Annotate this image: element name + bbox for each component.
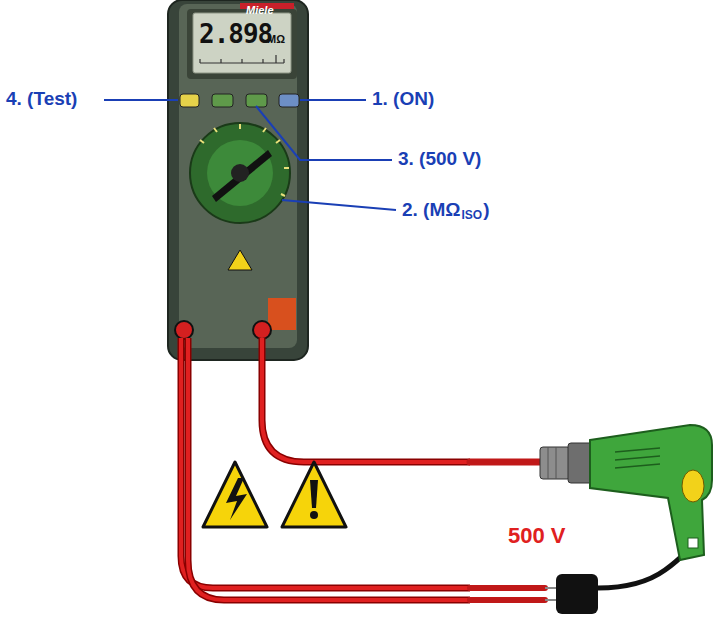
lightning-bolt xyxy=(226,478,247,520)
mains-plug xyxy=(556,574,598,614)
lcd-display xyxy=(193,13,291,73)
leader-line xyxy=(282,200,396,210)
leader-line xyxy=(104,99,178,101)
voltage-label: 500 V xyxy=(508,524,566,548)
test-lead xyxy=(188,338,470,600)
caution-warning xyxy=(282,462,346,527)
dial-hub xyxy=(231,164,249,182)
test-lead xyxy=(188,338,470,600)
leader-line xyxy=(300,99,366,101)
callout-label: 3. (500 V) xyxy=(398,149,481,170)
dial-knob xyxy=(212,150,272,202)
drill-chuck xyxy=(540,447,570,479)
meter-holster xyxy=(168,0,308,360)
dial-inner xyxy=(207,140,273,206)
test-lead xyxy=(181,338,470,588)
test-button xyxy=(180,94,199,107)
test-lead xyxy=(181,338,470,588)
exclamation-dot xyxy=(310,511,318,519)
bar-graph xyxy=(200,55,284,63)
electric-warning xyxy=(203,462,267,527)
meter-face xyxy=(179,4,297,348)
voltage-button xyxy=(246,94,267,107)
on-button xyxy=(279,94,299,107)
brand-name: Miele xyxy=(246,4,274,16)
chuck-rings xyxy=(548,447,556,479)
drill-body xyxy=(590,425,712,560)
display-bezel xyxy=(187,9,297,79)
callout-label: 4. (Test) xyxy=(6,89,77,110)
callout-label: 2. (MΩ xyxy=(402,200,461,221)
leader-line xyxy=(256,106,392,160)
callout-label: ) xyxy=(483,200,489,221)
test-probe xyxy=(470,588,545,600)
warning-mark xyxy=(228,250,252,270)
callout-label: 1. (ON) xyxy=(372,89,434,110)
test-lead xyxy=(262,338,470,462)
drill-vents xyxy=(615,448,660,468)
warning-sticker xyxy=(268,298,296,330)
exclamation-mark xyxy=(310,480,318,508)
drill-chuck xyxy=(568,443,592,483)
test-probe xyxy=(470,459,540,466)
auto-range-button xyxy=(212,94,233,107)
com-jack xyxy=(175,321,193,339)
drill-trigger xyxy=(682,470,704,502)
test-lead xyxy=(262,338,470,462)
drill-badge xyxy=(688,538,698,548)
dial-marks xyxy=(200,124,289,196)
display-unit: MΩ xyxy=(267,33,285,45)
rotary-dial xyxy=(190,123,290,223)
v-ohm-jack xyxy=(253,321,271,339)
callout-subscript: ISO xyxy=(462,209,483,222)
display-reading: 2.898 xyxy=(199,20,272,49)
